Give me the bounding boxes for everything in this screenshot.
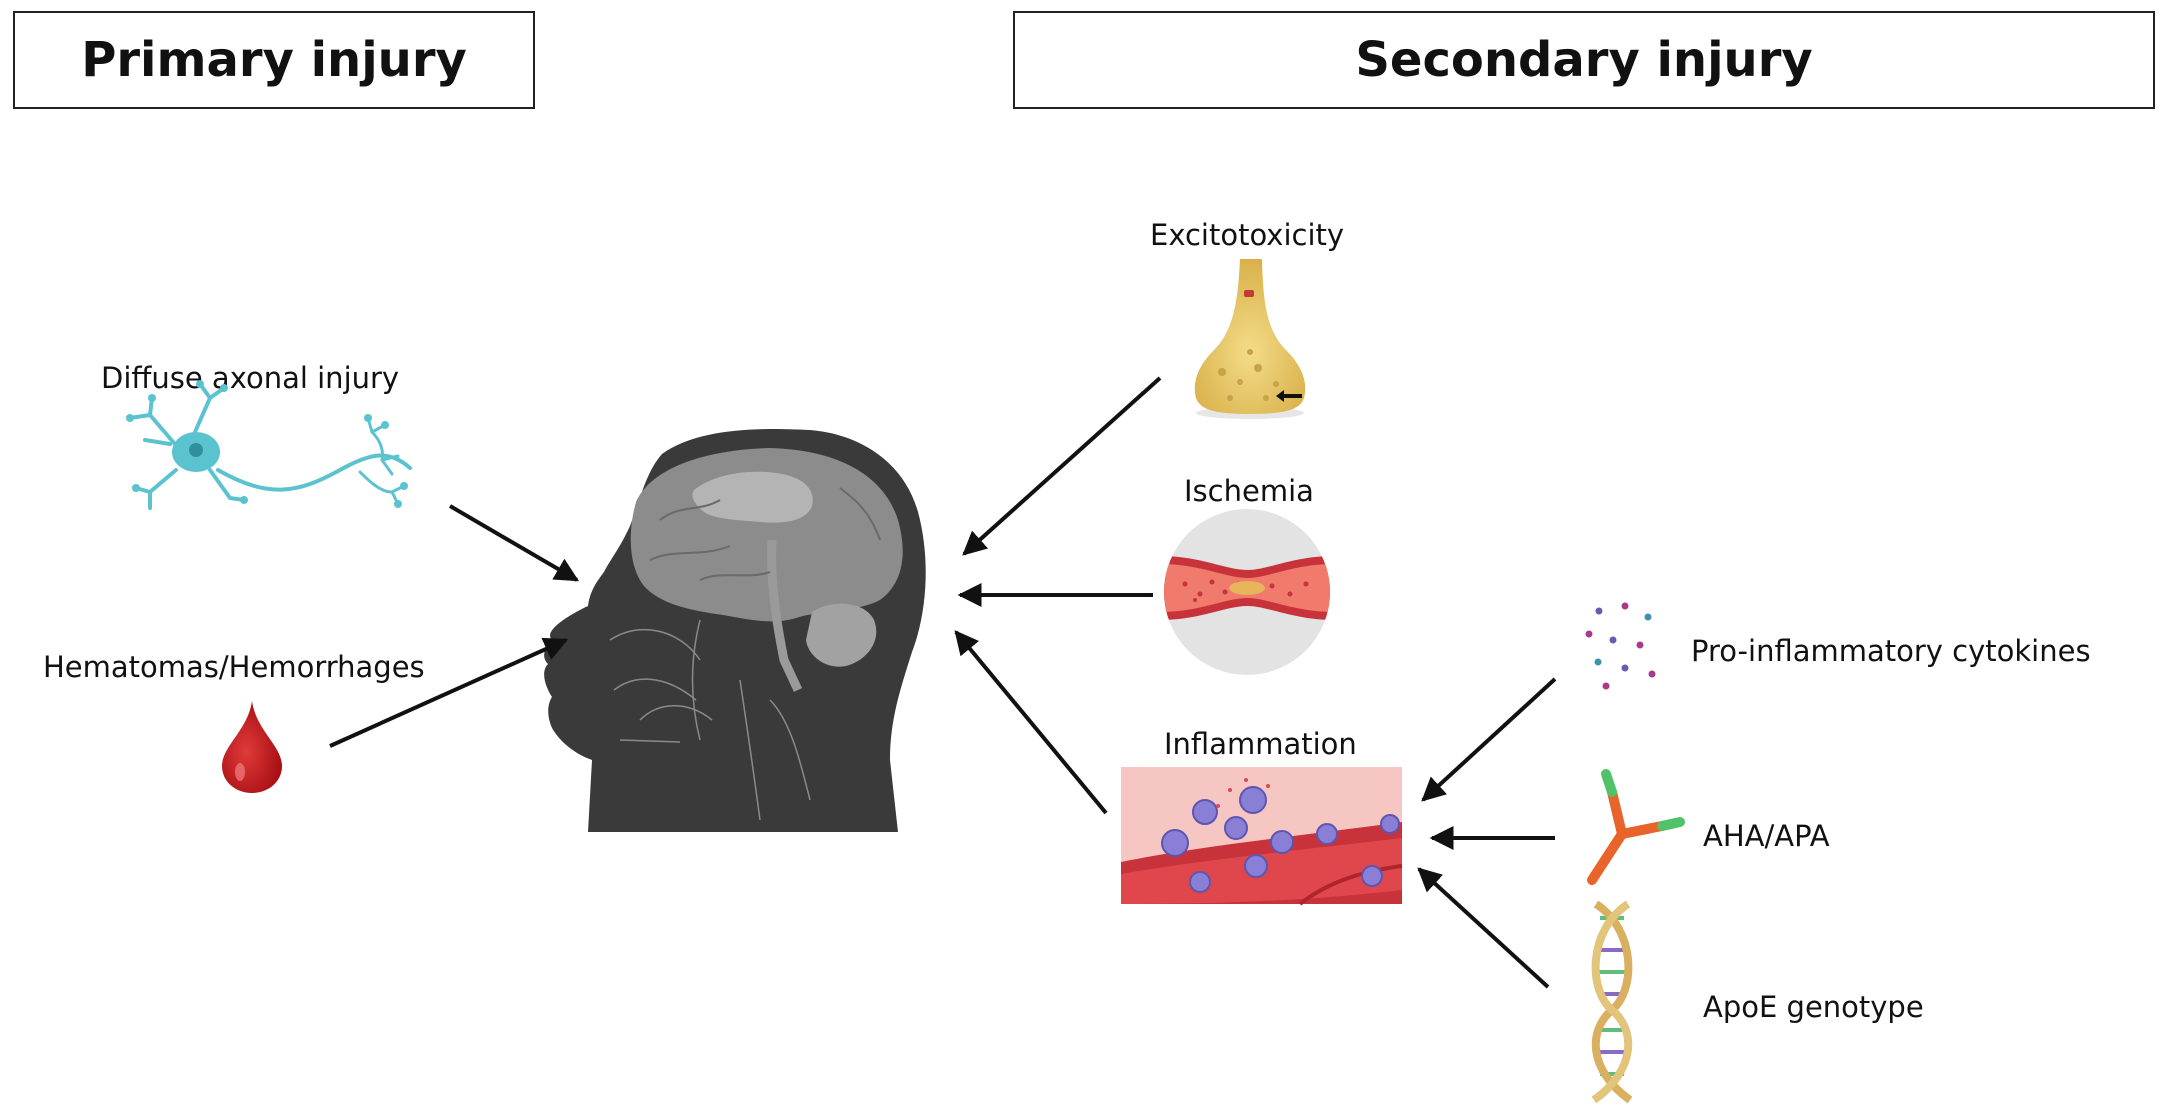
secondary-injury-title: Secondary injury	[1355, 32, 1813, 88]
diffuse-axonal-injury-label: Diffuse axonal injury	[101, 361, 400, 395]
arrow-cytokines-to-inflammation	[1421, 677, 1557, 802]
primary-injury-header: Primary injury	[13, 11, 535, 109]
head-brain-icon	[544, 428, 926, 832]
antibody-icon	[1587, 769, 1685, 885]
arrows	[329, 376, 1557, 989]
synapse-icon	[1194, 259, 1306, 419]
inflammation-label: Inflammation	[1164, 727, 1357, 761]
arrow-apoe-to-inflammation	[1417, 867, 1550, 989]
aha-apa-label: AHA/APA	[1703, 819, 1830, 853]
cytokines-label: Pro-inflammatory cytokines	[1691, 634, 2091, 668]
arrow-axonal-to-head	[448, 504, 580, 582]
ischemia-label: Ischemia	[1184, 474, 1314, 508]
neuron-icon	[126, 380, 412, 510]
arrow-excitotoxicity-to-head	[962, 376, 1162, 556]
blood-vessel-icon	[1164, 509, 1330, 675]
primary-injury-title: Primary injury	[81, 32, 467, 88]
dna-helix-icon	[1591, 900, 1633, 1104]
cytokine-dots-icon	[1585, 602, 1656, 690]
apoe-genotype-label: ApoE genotype	[1703, 990, 1924, 1024]
excitotoxicity-label: Excitotoxicity	[1150, 218, 1345, 252]
inflammation-icon	[1121, 767, 1403, 906]
blood-drop-icon	[222, 701, 282, 793]
arrow-inflammation-to-head	[954, 630, 1108, 815]
secondary-injury-header: Secondary injury	[1013, 11, 2155, 109]
hematomas-label: Hematomas/Hemorrhages	[43, 650, 425, 684]
